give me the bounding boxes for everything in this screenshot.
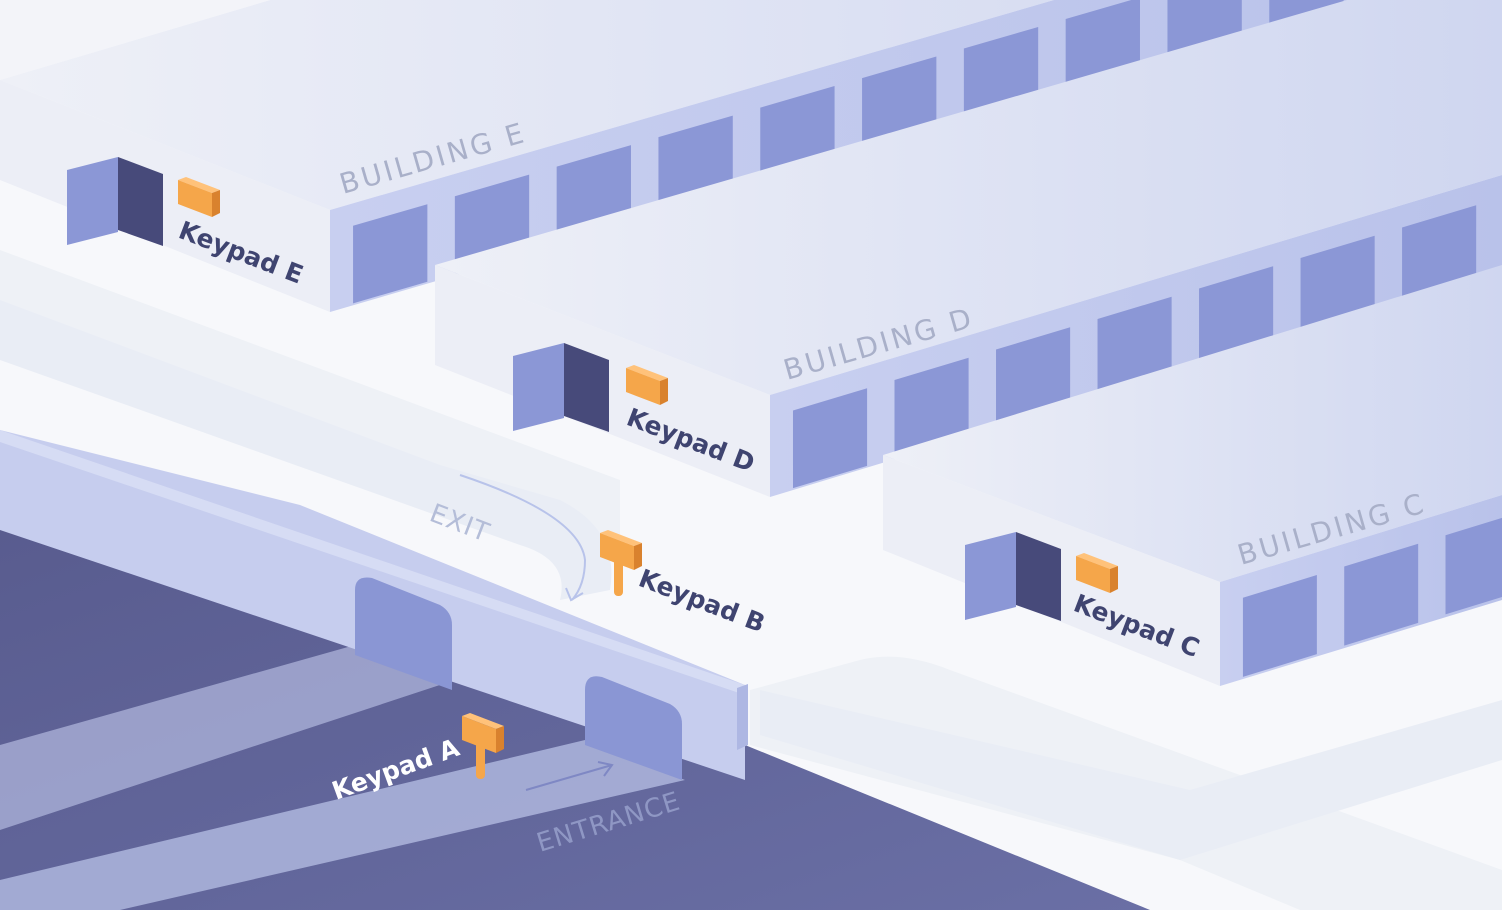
building-c <box>883 265 1502 686</box>
lane-stripe <box>0 645 455 830</box>
door-panel <box>513 343 564 431</box>
keypad-b-label: Keypad B <box>635 564 769 639</box>
exit-arrow-head-icon <box>565 587 584 602</box>
wall-top <box>0 430 745 695</box>
building-e-entry-door[interactable] <box>67 157 163 246</box>
entrance-arrow-head-icon <box>597 761 614 777</box>
service-road-inner <box>760 690 1502 860</box>
storage-unit-door <box>1445 517 1502 615</box>
door-panel <box>67 157 118 245</box>
gate-opening-exit <box>355 577 452 690</box>
storage-unit-door <box>1344 543 1419 646</box>
exit-lane <box>0 300 612 600</box>
building-d-entry-door[interactable] <box>513 343 609 432</box>
entrance-lane <box>0 740 685 910</box>
storage-unit-door <box>1097 296 1172 397</box>
road-network <box>0 250 1502 910</box>
building-e-side <box>0 80 330 312</box>
door-opening <box>1016 532 1061 621</box>
building-c-roof <box>883 265 1502 582</box>
building-c-entry-door[interactable] <box>965 532 1061 621</box>
wall-end <box>737 684 748 750</box>
gate-wall <box>0 430 748 780</box>
storage-unit-door <box>353 204 428 304</box>
building-d-roof <box>435 0 1502 395</box>
entrance-arrow-icon <box>525 764 613 791</box>
building-e-roof <box>0 0 1502 210</box>
gate-opening-entrance <box>585 676 682 780</box>
exit-arrow-icon <box>459 474 587 601</box>
storage-unit-door <box>996 327 1071 428</box>
door-opening <box>118 157 163 246</box>
building-e-roof-edge <box>0 0 270 80</box>
storage-unit-door <box>894 357 969 458</box>
door-panel <box>965 532 1016 620</box>
storage-unit-door <box>792 388 868 489</box>
door-opening <box>564 343 609 432</box>
storage-unit-door <box>1242 574 1317 677</box>
